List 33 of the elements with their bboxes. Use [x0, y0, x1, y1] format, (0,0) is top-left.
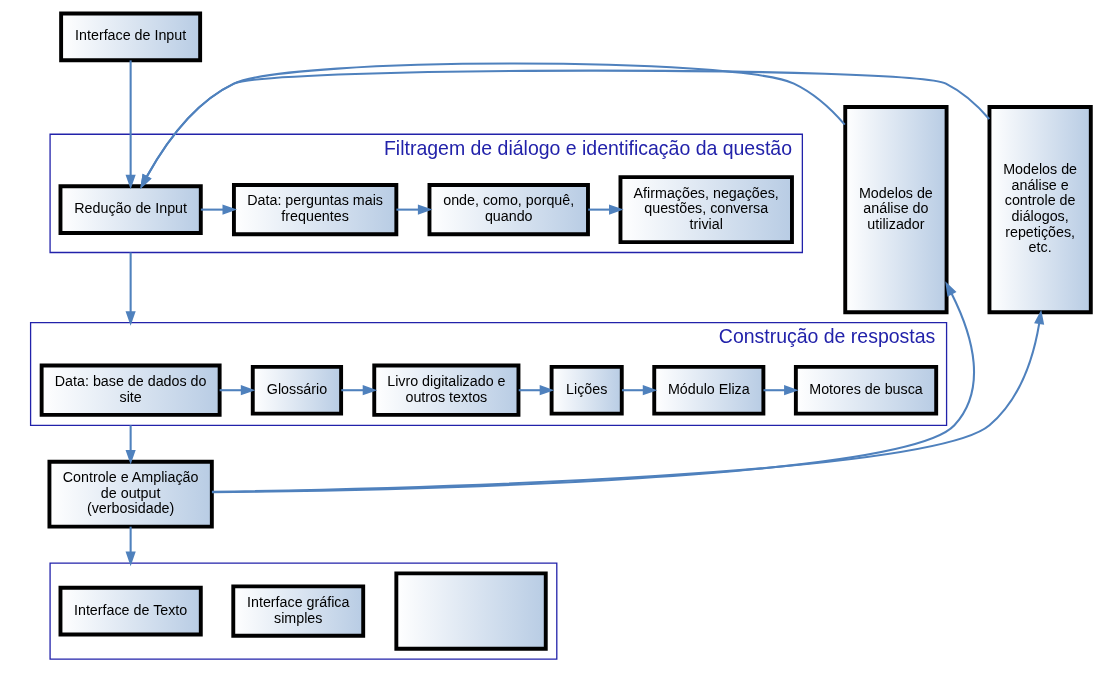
node-box: Controle e Ampliação de output (verbosidade) [47, 459, 214, 529]
node-box: Redução de Input [58, 184, 203, 235]
arrow [212, 309, 1045, 493]
node-box: Data: perguntas mais frequentes [232, 183, 399, 237]
node-box: Motores de busca [793, 364, 939, 416]
node-box: Glossário [250, 364, 344, 416]
arrow [140, 62, 846, 189]
node-box: Interface gráfica simples [231, 584, 366, 638]
node-box: Data: base de dados do site [39, 363, 222, 417]
arrow [341, 385, 378, 396]
node-box: Livro digitalizado e outros textos [372, 363, 521, 417]
node-box: onde, como, porquê, quando [427, 183, 590, 237]
node-box: Modelos de análise e controle de diálogos, repetições, etc. [987, 105, 1093, 315]
node-box: Modelos de análise do utilizador [843, 105, 949, 315]
arrow [125, 60, 136, 190]
arrow [588, 204, 624, 215]
arrow [125, 526, 136, 567]
node-box: Interface de Texto [58, 585, 203, 637]
node-box: Módulo Eliza [652, 364, 766, 416]
arrow [518, 385, 555, 396]
arrow [219, 385, 256, 396]
arrow [200, 204, 238, 215]
node-box: Afirmações, negações, questões, conversa trivial [618, 175, 794, 245]
arrow [396, 204, 433, 215]
arrow [763, 385, 799, 396]
arrow [622, 385, 658, 396]
node-box: Interface de Input [59, 11, 203, 63]
arrow [140, 69, 990, 189]
arrow [125, 252, 136, 326]
node-box: Lições [549, 364, 624, 416]
arrow [125, 425, 136, 465]
node-box [394, 571, 548, 651]
cluster [49, 562, 558, 660]
